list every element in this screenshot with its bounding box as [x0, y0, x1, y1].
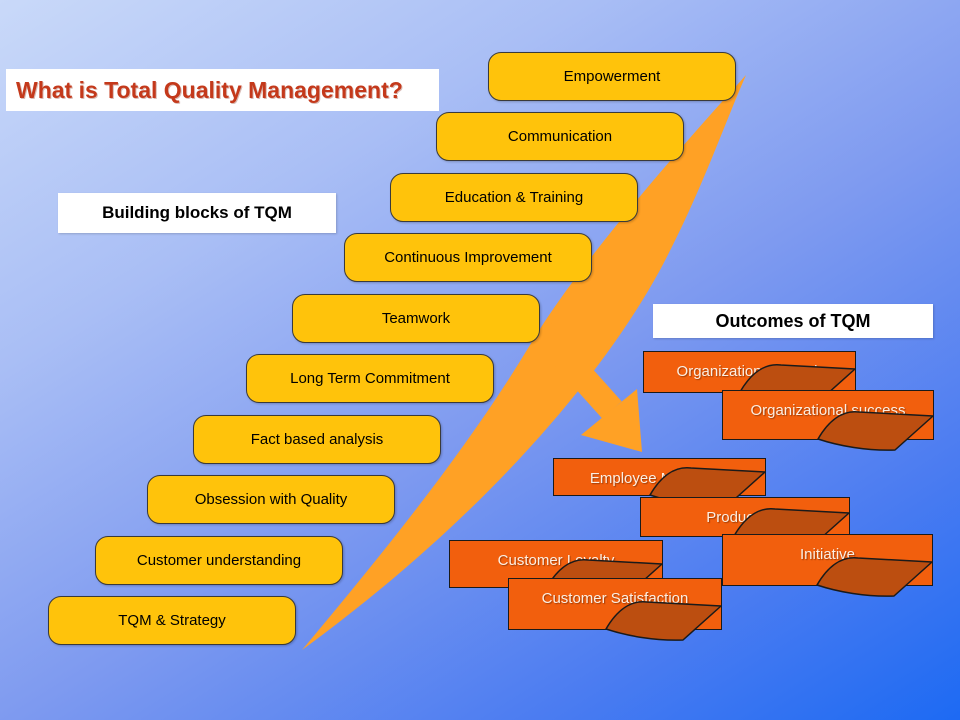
building-block-continuous-improvement: Continuous Improvement [344, 233, 592, 282]
slide-title: What is Total Quality Management? [6, 69, 439, 111]
branch-arrow-head [581, 389, 642, 452]
outcome-text: Productivity [706, 509, 784, 526]
outcome-customer-satisfaction: Customer Satisfaction [508, 578, 722, 641]
outcome-text: Customer Satisfaction [541, 590, 689, 607]
outcome-organizational-growth: Organizational growth [643, 351, 856, 404]
building-block-fact-based-analysis: Fact based analysis [193, 415, 441, 464]
main-arrow-shape [302, 75, 746, 650]
outcome-text: Customer Loyalty [497, 552, 615, 569]
building-block-obsession-with-quality: Obsession with Quality [147, 475, 395, 524]
outcome-employee-motivation: Employee Motivation [553, 458, 766, 507]
building-block-education-training: Education & Training [390, 173, 638, 222]
building-block-teamwork: Teamwork [292, 294, 540, 343]
outcome-text: Organizational success [750, 402, 906, 419]
branch-arrow-shaft [532, 323, 622, 419]
building-block-empowerment: Empowerment [488, 52, 736, 101]
outcome-text: Initiative [799, 546, 856, 563]
building-block-long-term-commitment: Long Term Commitment [246, 354, 494, 403]
outcome-text: Organizational growth [676, 363, 823, 380]
building-block-customer-understanding: Customer understanding [95, 536, 343, 585]
building-blocks-label: Building blocks of TQM [58, 193, 336, 233]
outcome-organizational-success: Organizational success [722, 390, 934, 451]
outcome-text: Employee Motivation [589, 470, 730, 487]
outcome-initiative: Initiative [722, 534, 933, 597]
building-block-tqm-strategy: TQM & Strategy [48, 596, 296, 645]
outcome-productivity: Productivity [640, 497, 850, 548]
building-block-communication: Communication [436, 112, 684, 161]
outcomes-label: Outcomes of TQM [653, 304, 933, 338]
